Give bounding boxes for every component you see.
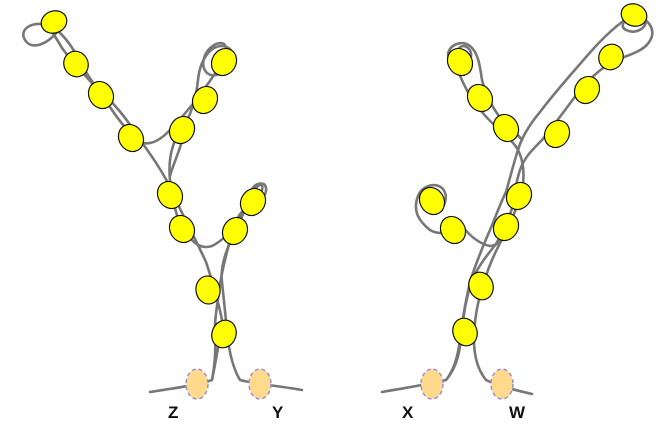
bead xyxy=(468,271,494,301)
bead xyxy=(492,212,520,242)
bead xyxy=(573,75,601,105)
bead xyxy=(505,181,533,211)
bead xyxy=(191,85,219,115)
right-anchors xyxy=(420,368,514,400)
bead xyxy=(452,317,478,347)
bead xyxy=(466,83,494,113)
label-w: W xyxy=(509,403,526,422)
right-strand-w xyxy=(446,41,534,396)
label-y: Y xyxy=(272,403,284,422)
bead xyxy=(156,180,184,210)
bead xyxy=(168,115,196,145)
label-x: X xyxy=(402,403,414,422)
label-z: Z xyxy=(168,403,178,422)
anchor-z xyxy=(185,368,209,400)
bead xyxy=(446,47,474,77)
bead xyxy=(40,10,68,34)
bead xyxy=(168,214,196,244)
bead xyxy=(211,319,237,349)
left-structure: Z Y xyxy=(22,10,304,422)
bead xyxy=(439,215,467,245)
bead xyxy=(221,216,249,246)
bead xyxy=(87,80,115,110)
bead xyxy=(418,186,446,216)
left-beads xyxy=(40,10,267,349)
bead xyxy=(195,275,221,305)
bead xyxy=(210,47,238,77)
right-structure: X W xyxy=(380,3,654,422)
bead xyxy=(492,113,520,143)
bead xyxy=(598,43,624,71)
right-beads xyxy=(418,3,648,347)
anchor-x xyxy=(420,368,444,400)
left-strand-y xyxy=(220,182,304,392)
bead xyxy=(239,187,267,217)
bead xyxy=(63,50,89,78)
bead xyxy=(543,119,571,149)
bead xyxy=(620,3,648,27)
bead xyxy=(117,123,145,153)
anchor-w xyxy=(490,368,514,400)
left-anchors xyxy=(185,368,272,400)
anchor-y xyxy=(248,368,272,400)
